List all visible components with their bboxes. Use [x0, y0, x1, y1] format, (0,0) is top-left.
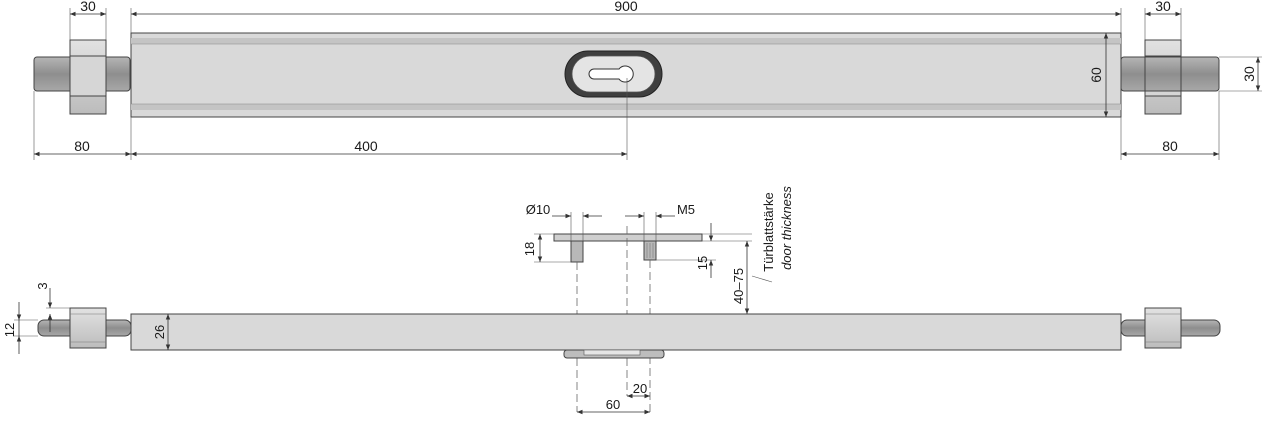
left-cap: [69, 39, 107, 115]
dim-height: 60: [1088, 67, 1104, 83]
dim-pin-right: 80: [1162, 138, 1178, 154]
dim-cap-right: 30: [1155, 0, 1171, 14]
escutcheon: [564, 50, 663, 98]
screw-hole-boss: [570, 240, 584, 263]
dim-depth: 18: [522, 242, 537, 256]
dim-20: 20: [633, 381, 647, 396]
dim-400: 400: [354, 138, 378, 154]
dim-pin-offset: 3: [35, 282, 50, 289]
dim-stud: 15: [695, 256, 710, 270]
note-de: Türblattstärke: [761, 192, 776, 271]
dim-bar-thickness: 26: [152, 325, 167, 339]
side-bar: [130, 313, 1122, 351]
dim-pin-left: 80: [74, 138, 90, 154]
cover-plate: [553, 233, 703, 242]
side-view: 3 12 26 20 60: [2, 282, 1221, 415]
plate-detail: Ø10 M5 18 15: [522, 202, 752, 278]
dim-door: 40–75: [731, 268, 746, 304]
dim-60: 60: [606, 397, 620, 412]
note-en: door thickness: [779, 186, 794, 270]
keyhole-icon: [588, 65, 634, 83]
side-left-cap: [69, 307, 107, 349]
dim-900: 900: [614, 0, 638, 14]
side-right-cap: [1144, 307, 1182, 349]
dim-pin-height: 30: [1241, 66, 1257, 82]
dim-thread: M5: [677, 202, 695, 217]
top-view: 900 30 30 60 30 80 400 80: [33, 0, 1262, 160]
dim-cap-left: 30: [80, 0, 96, 14]
right-pin: [1120, 56, 1220, 92]
dim-hole: Ø10: [526, 202, 551, 217]
dim-pin-dia: 12: [2, 323, 17, 337]
